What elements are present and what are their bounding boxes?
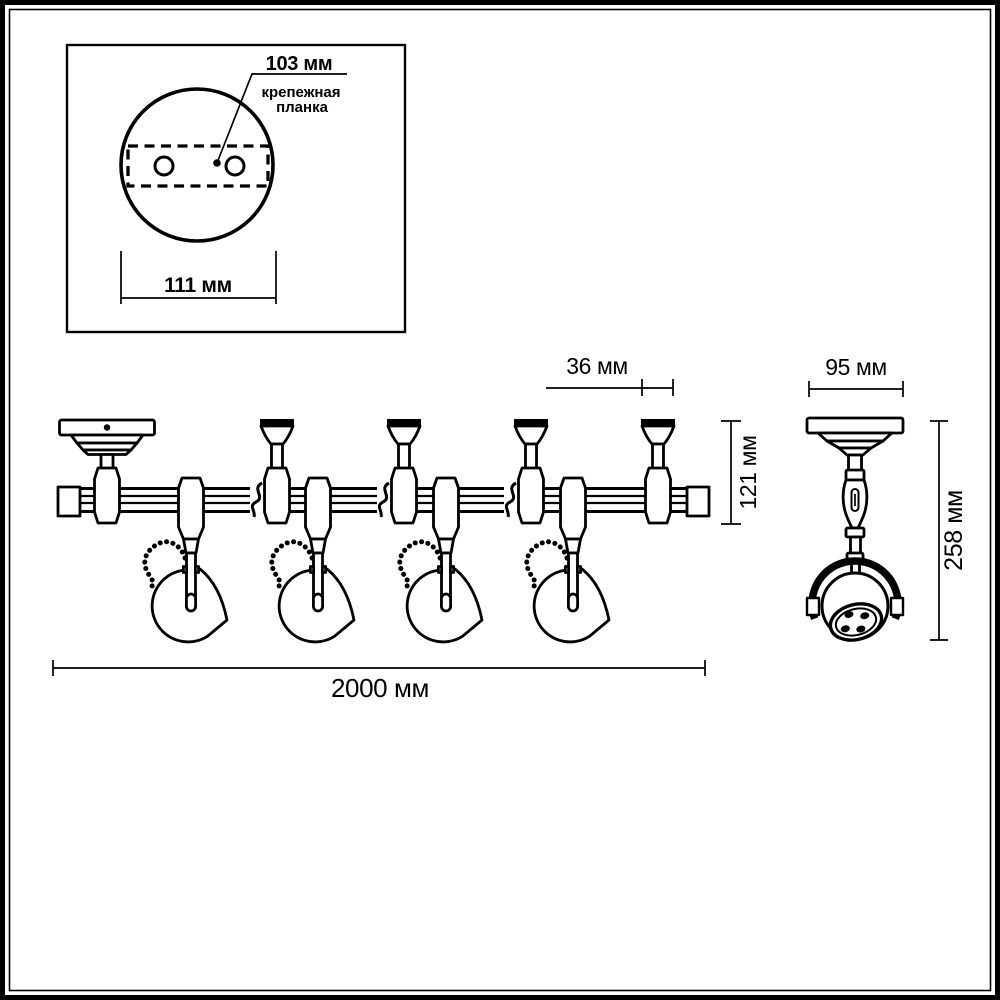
total-length-dimension: 2000 мм: [52, 660, 706, 703]
bracket-hole-left: [153, 155, 175, 177]
yoke-tab-right: [889, 596, 905, 617]
bracket-label-line2: планка: [276, 99, 328, 116]
mount-offset-dim-label: 36 мм: [566, 353, 628, 379]
ceiling-canopy-mount: [58, 418, 156, 525]
side-stem-assembly: [841, 453, 869, 578]
track-system-front-view: 36 мм 121 мм 2000 мм: [52, 353, 761, 703]
bracket-hole-right: [224, 155, 246, 177]
side-canopy: [805, 416, 905, 457]
side-height-dimension: 258 мм: [930, 420, 968, 641]
head-yoke: [808, 557, 902, 620]
track-height-dimension: 121 мм: [721, 420, 761, 525]
track-height-dim-label: 121 мм: [735, 436, 761, 510]
track-end-cap-right: [685, 485, 711, 518]
yoke-tab-left: [805, 596, 821, 617]
side-spotlight-head: [805, 557, 905, 642]
side-height-dim-label: 258 мм: [940, 490, 968, 571]
head-lens: [828, 602, 884, 642]
canopy-screw-dot: [103, 424, 111, 431]
mount-offset-dimension: 36 мм: [546, 353, 674, 396]
side-width-dimension: 95 мм: [808, 354, 904, 397]
inner-border: [8, 8, 992, 992]
bracket-label-line1: крепежная: [261, 84, 340, 101]
plate-diameter-dim-label: 111 мм: [164, 274, 232, 297]
led-dots: [840, 610, 870, 633]
plate-diameter-dimension: 111 мм: [120, 251, 277, 304]
mounting-plate-inset: 103 мм крепежная планка 111 мм: [65, 43, 407, 334]
spotlight-side-view: 95 мм: [805, 354, 968, 642]
mounting-bracket-dashed: [126, 144, 270, 188]
side-width-dim-label: 95 мм: [825, 354, 887, 380]
hole-spacing-dim-label: 103 мм: [266, 53, 333, 75]
leader-line: [216, 73, 347, 164]
total-length-dim-label: 2000 мм: [331, 673, 429, 703]
mounting-plate-circle: [119, 87, 275, 243]
track-end-cap-left: [56, 485, 82, 518]
